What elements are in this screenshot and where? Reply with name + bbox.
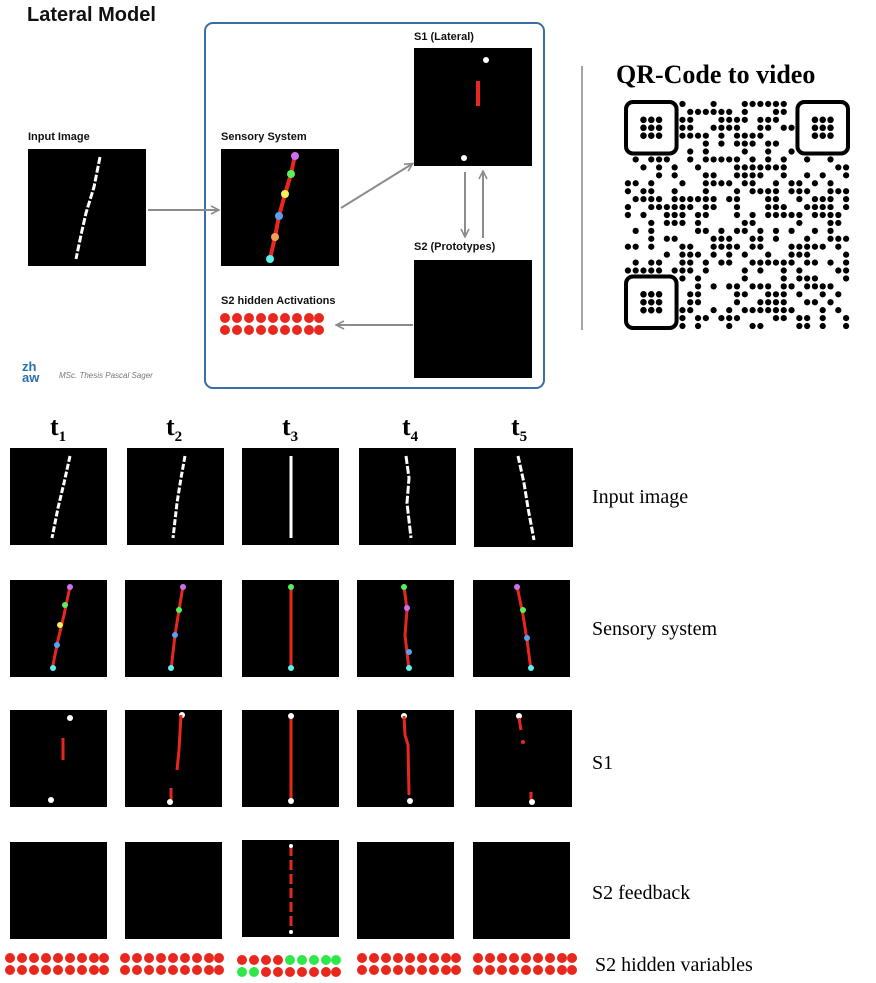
zhaw-logo-bottom: aw [22,370,40,385]
sensory-stroke [266,152,299,263]
hidden-variables-t2 [120,953,224,975]
sensory-system-label: Sensory System [221,131,307,143]
s2-feedback-t4 [357,842,454,939]
row-label-input: Input image [592,486,689,508]
s2-prototypes-panel [414,260,532,378]
sensory-system-panel [221,149,339,266]
sensory-t4 [357,580,454,677]
qr-finder-pattern [795,100,850,156]
qr-code[interactable] [624,100,850,330]
thesis-credit: MSc. Thesis Pascal Sager [59,371,153,380]
s1-lateral-label: S1 (Lateral) [414,31,474,43]
hidden-variables-t4 [357,953,461,975]
sensory-t1 [10,580,107,677]
s2-feedback-t2 [125,842,222,939]
timestep-label: t1 [50,412,67,446]
s2-hidden-activations-dots [220,313,324,335]
s1-t2 [125,710,222,807]
s2-feedback-t5 [473,842,570,939]
arrow-sensory-to-s1 [340,164,412,209]
row-label-s2-feedback: S2 feedback [592,882,691,904]
qr-title: QR-Code to video [616,60,816,89]
input-image-panel [28,149,146,266]
input-image-label: Input Image [28,131,90,143]
zhaw-logo-top: zh [22,359,37,374]
input-stroke [74,156,102,260]
zhaw-logo: zh aw [22,359,40,385]
input-image-t4 [359,448,456,545]
s1-lateral-activation [461,57,489,161]
sensory-t3 [242,580,339,677]
s1-t1 [10,710,107,807]
figure-title: Lateral Model [27,4,156,26]
row-label-s1: S1 [592,752,614,774]
timestep-label: t4 [402,412,419,446]
input-image-t5 [474,448,573,547]
input-image-t3 [242,448,339,545]
hidden-variables-t1 [5,953,109,975]
s1-t4 [357,710,454,807]
s1-t5 [475,710,572,807]
flow-arrows [148,66,583,330]
model-frame [204,22,545,389]
input-image-t1 [10,448,107,545]
s2-feedback-t3 [242,840,339,937]
s2-feedback-t1 [10,842,107,939]
qr-finder-pattern [624,100,679,156]
s2-hidden-activations-label: S2 hidden Activations [221,295,336,307]
input-image-t2 [127,448,224,545]
qr-finder-pattern [624,274,679,330]
sensory-t2 [125,580,222,677]
row-label-s2-hidden: S2 hidden variables [595,954,753,976]
hidden-variables-t3 [237,955,341,977]
row-label-sensory: Sensory system [592,618,717,640]
s1-lateral-panel [414,48,532,166]
timestep-label: t5 [511,412,528,446]
hidden-variables-t5 [473,953,577,975]
timestep-label: t2 [166,412,183,446]
s1-t3 [242,710,339,807]
s2-prototypes-label: S2 (Prototypes) [414,241,496,253]
timestep-label: t3 [282,412,299,446]
sensory-t5 [473,580,570,677]
